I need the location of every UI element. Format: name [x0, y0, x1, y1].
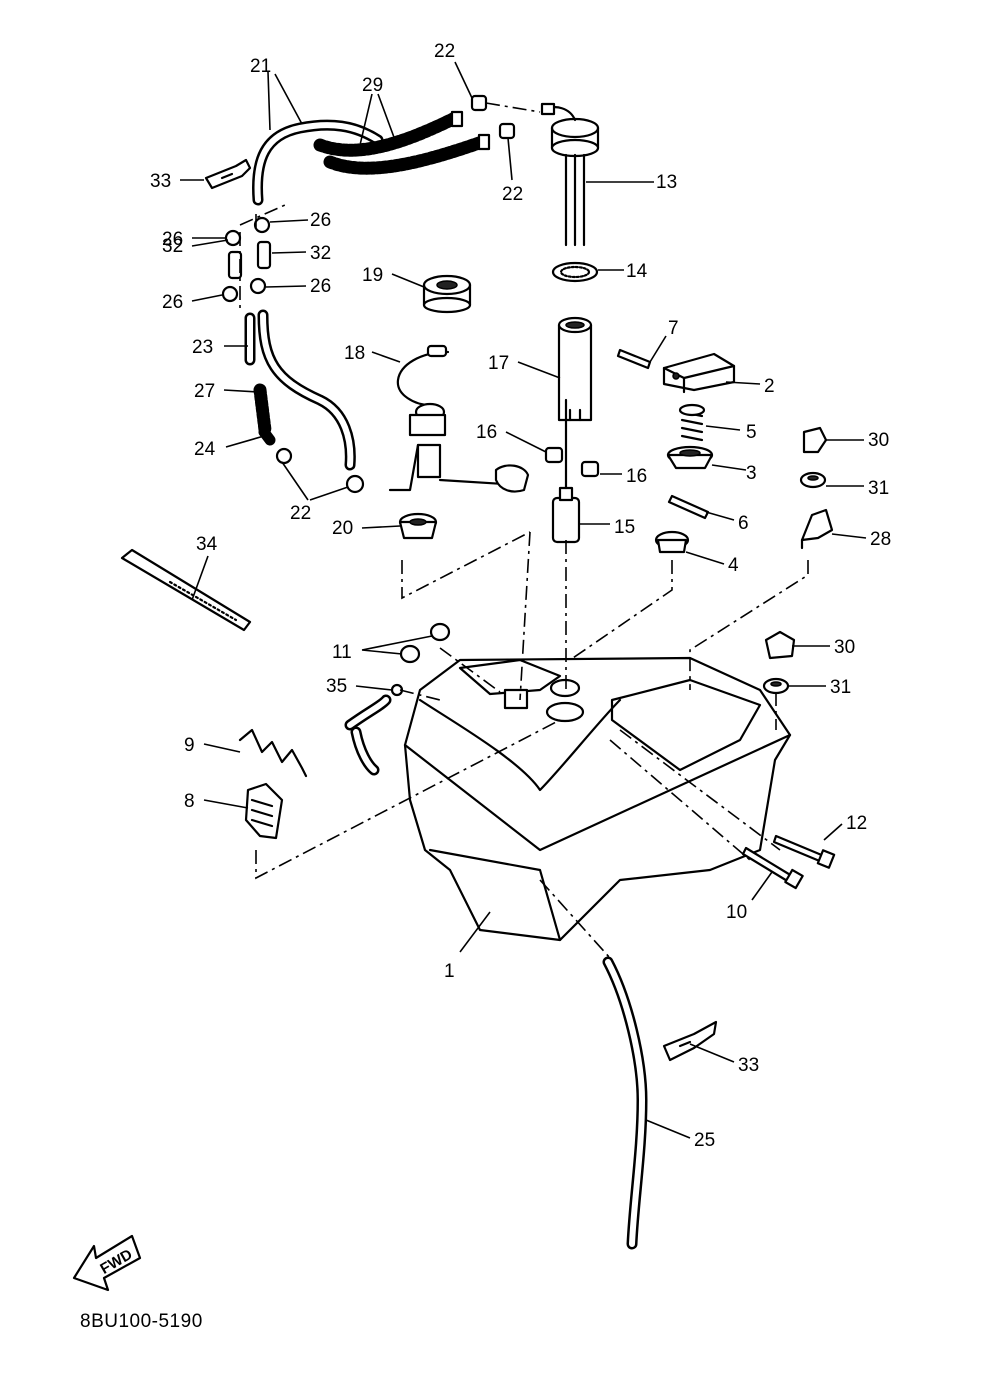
- part-15-fuel-pump: [551, 398, 581, 544]
- part-22-clip-top: [470, 94, 541, 140]
- part-23-fuel-hose: [244, 309, 356, 471]
- part-1-fuel-tank: [344, 656, 792, 942]
- callout-13: 13: [656, 172, 677, 193]
- part-11-dampers: [399, 622, 451, 664]
- callout-26: 26: [162, 292, 183, 313]
- callout-18: 18: [344, 343, 365, 364]
- callout-31: 31: [830, 677, 851, 698]
- part-24-hose-end: [258, 426, 365, 494]
- callout-12: 12: [846, 813, 867, 834]
- part-30-nut-lower: [764, 630, 796, 660]
- callout-8: 8: [184, 791, 195, 812]
- callout-6: 6: [738, 513, 749, 534]
- part-4-grommet: [654, 530, 690, 554]
- callout-3: 3: [746, 463, 757, 484]
- part-5-spring: [678, 403, 706, 442]
- part-14-ring: [551, 261, 599, 283]
- callout-28: 28: [870, 529, 891, 550]
- part-33-tag-lower: [662, 1020, 718, 1062]
- part-17-tube: [557, 316, 593, 422]
- callout-10: 10: [726, 902, 747, 923]
- part-3-cap: [666, 445, 714, 470]
- callout-4: 4: [728, 555, 739, 576]
- callout-34: 34: [196, 534, 218, 555]
- part-2-bracket: [662, 352, 736, 394]
- part-31-washer-upper: [799, 471, 827, 489]
- part-27-protector: [253, 383, 272, 437]
- callout-25: 25: [694, 1130, 715, 1151]
- part-20-grommet: [398, 512, 438, 540]
- callout-26: 26: [310, 276, 331, 297]
- callout-26: 26: [310, 210, 331, 231]
- part-30-nut-upper: [802, 426, 828, 454]
- part-21-fuel-hose: [252, 119, 384, 206]
- callout-2: 2: [764, 376, 775, 397]
- callout-9: 9: [184, 735, 195, 756]
- callout-21: 21: [250, 56, 271, 77]
- part-7-pin: [616, 348, 652, 370]
- drawing-code: 8BU100-5190: [80, 1311, 203, 1332]
- callout-17: 17: [488, 353, 509, 374]
- part-33-tag-top: [204, 158, 252, 190]
- part-26-32-clips-joints: [221, 204, 286, 303]
- callout-1: 1: [444, 961, 455, 982]
- part-34-strap: [120, 548, 252, 632]
- callout-16: 16: [476, 422, 497, 443]
- callout-29: 29: [362, 75, 383, 96]
- callout-23: 23: [192, 337, 213, 358]
- part-31-washer-lower: [762, 677, 790, 695]
- callout-32: 32: [162, 236, 183, 257]
- callout-30: 30: [868, 430, 889, 451]
- callout-7: 7: [668, 318, 679, 339]
- part-29-hose-protector: [313, 110, 491, 175]
- part-18-fuel-float-assembly: [388, 344, 530, 493]
- part-6-pin: [667, 494, 710, 520]
- part-19-grommet: [422, 274, 472, 314]
- callout-20: 20: [332, 518, 353, 539]
- callout-26: 26: [162, 229, 183, 250]
- part-8-vent: [244, 782, 284, 840]
- part-9-spring-clip: [238, 728, 308, 778]
- fwd-arrow-icon: FWD: [72, 1234, 142, 1292]
- callout-24: 24: [194, 439, 216, 460]
- callout-33: 33: [150, 171, 171, 192]
- callouts: 21 29 22 22 13 33 26 26 32 32 26 26 19 1…: [150, 41, 891, 1151]
- callout-15: 15: [614, 517, 635, 538]
- assembly-lines: [239, 214, 809, 959]
- part-12-bolt: [772, 834, 836, 869]
- callout-22: 22: [290, 503, 311, 524]
- leader-lines: [180, 61, 867, 1139]
- callout-30: 30: [834, 637, 855, 658]
- callout-14: 14: [626, 261, 648, 282]
- callout-31: 31: [868, 478, 889, 499]
- callout-27: 27: [194, 381, 215, 402]
- part-25-drain-hose: [602, 956, 648, 1250]
- callout-5: 5: [746, 422, 757, 443]
- callout-16: 16: [626, 466, 647, 487]
- callout-32: 32: [310, 243, 331, 264]
- callout-33: 33: [738, 1055, 759, 1076]
- part-10-bolt: [741, 846, 804, 890]
- part-13-fuel-sender: [540, 102, 600, 247]
- callout-11: 11: [332, 642, 352, 663]
- callout-22: 22: [434, 41, 455, 62]
- callout-35: 35: [326, 676, 347, 697]
- part-28-bracket: [800, 508, 834, 550]
- callout-19: 19: [362, 265, 383, 286]
- callout-22: 22: [502, 184, 523, 205]
- part-16-clips: [544, 446, 600, 478]
